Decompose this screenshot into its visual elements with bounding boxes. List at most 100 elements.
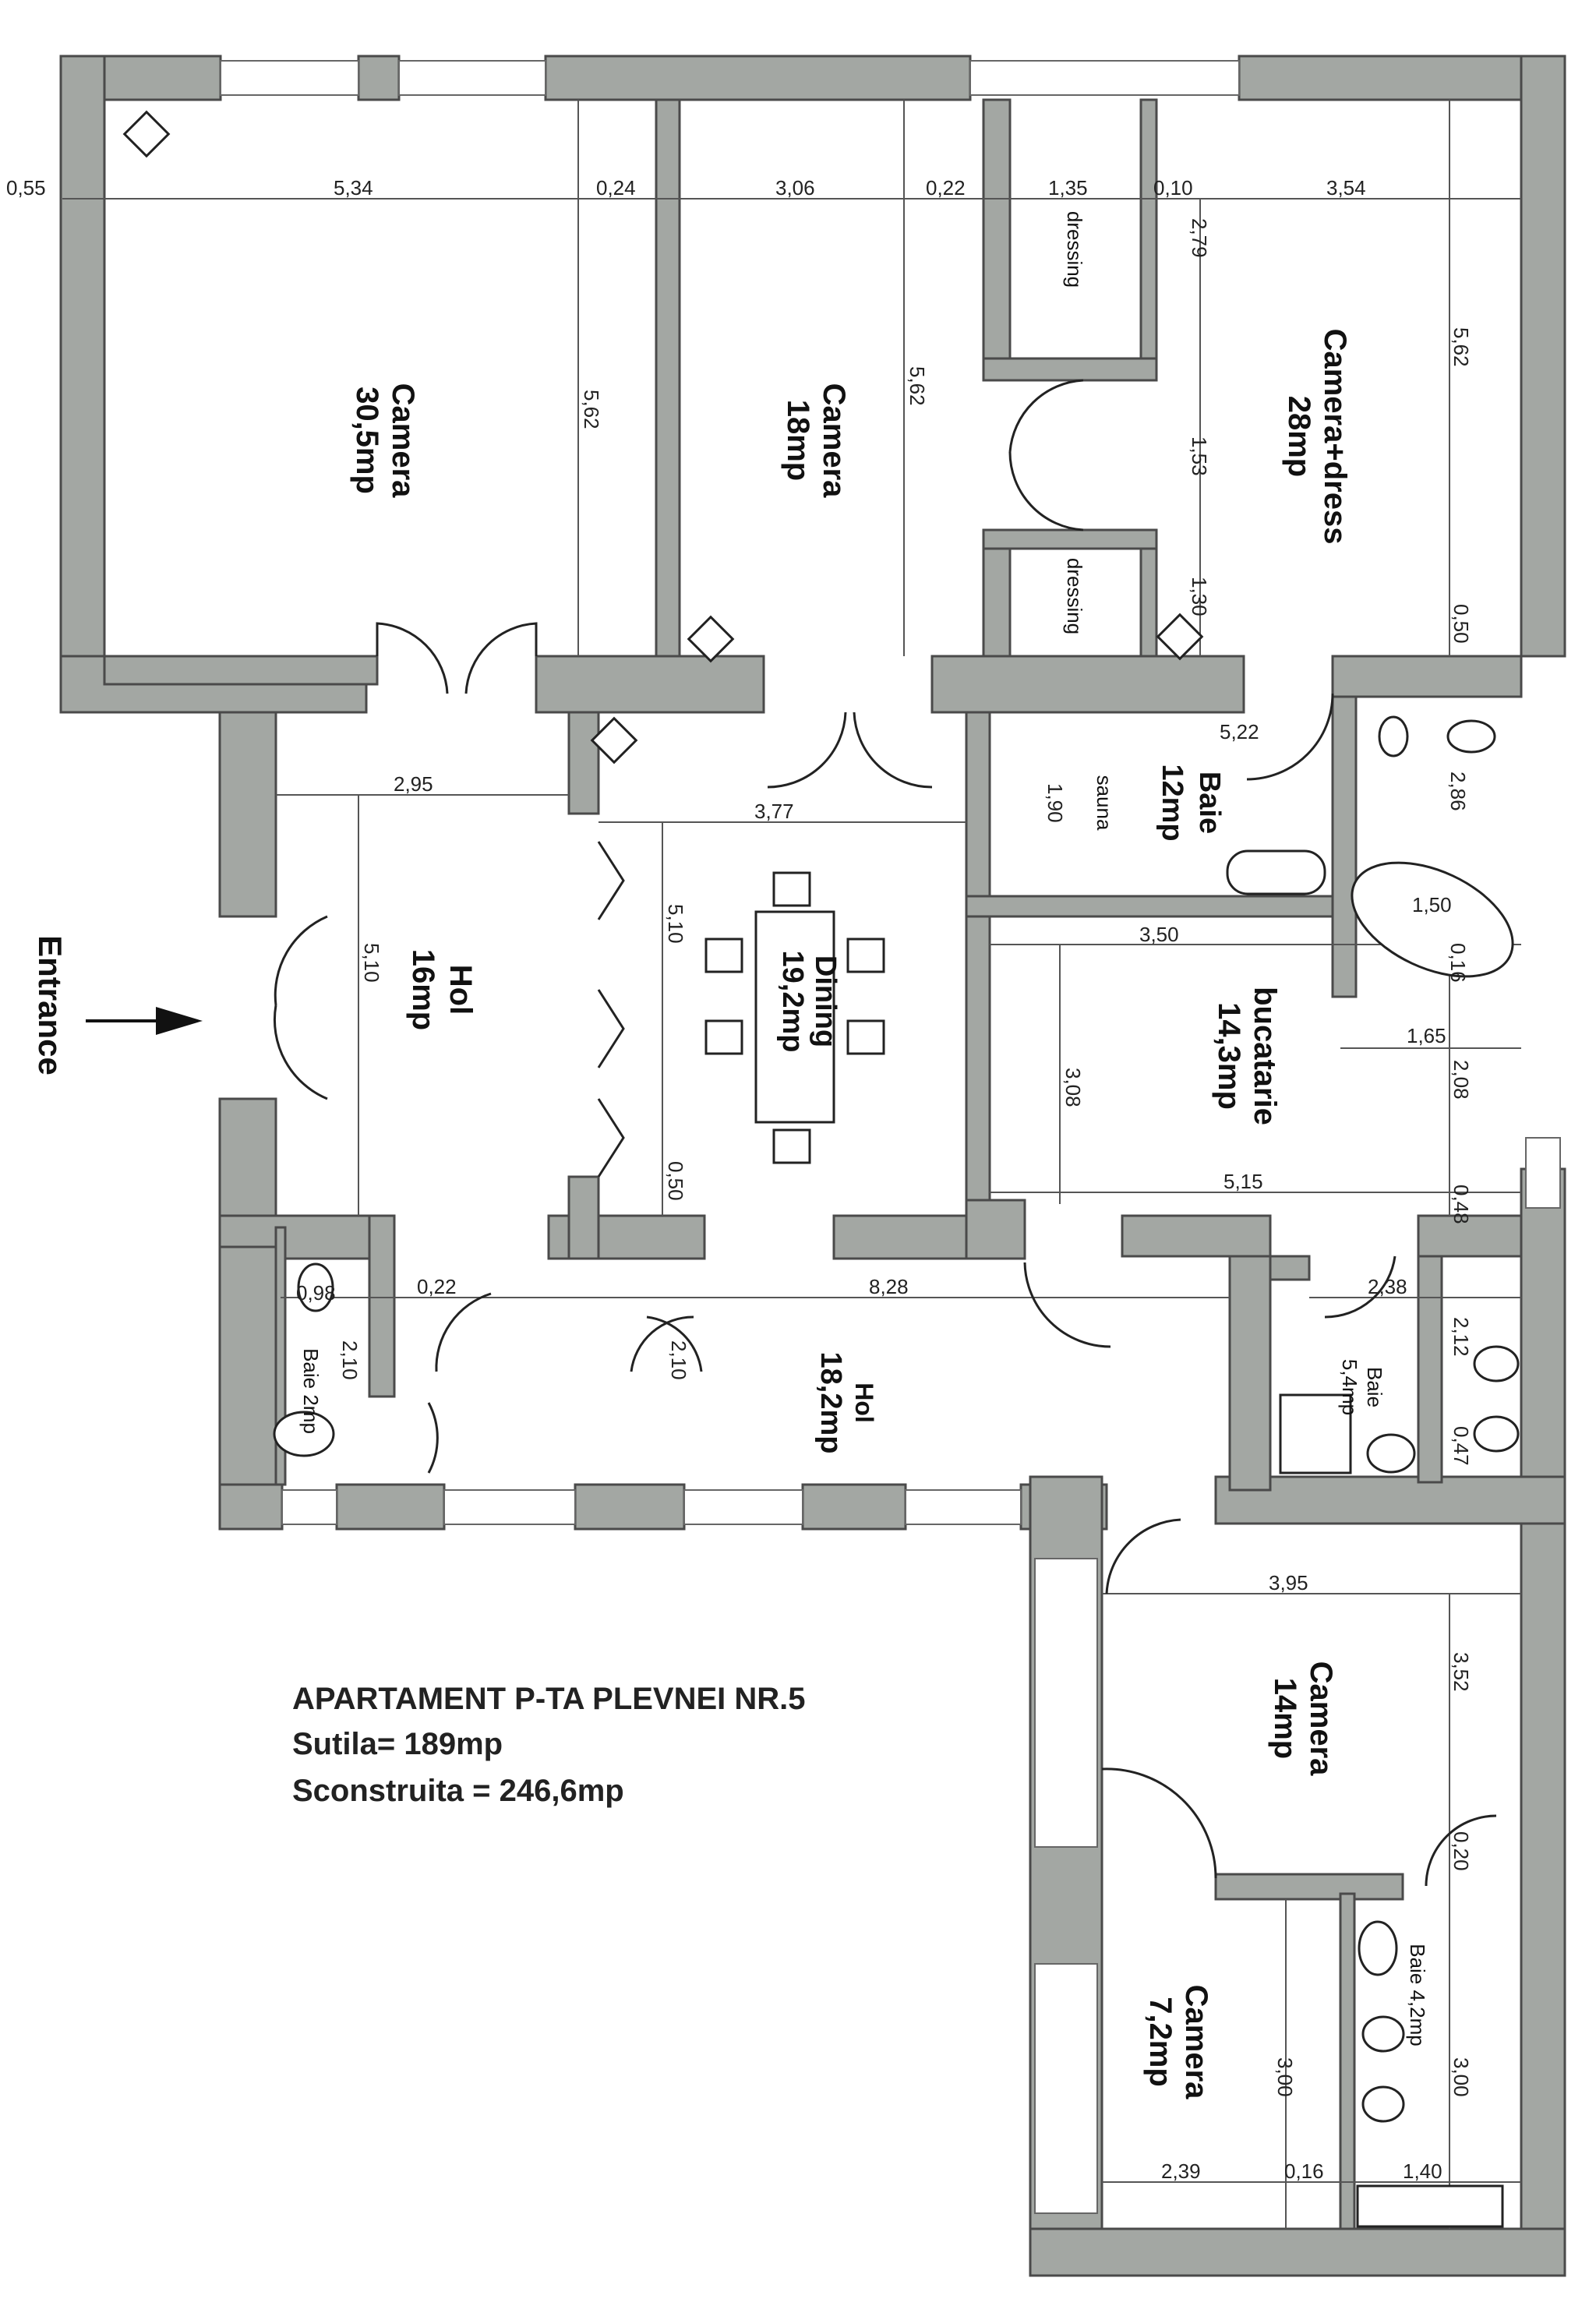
chair	[846, 938, 885, 973]
dimension-label: 2,12	[1449, 1317, 1473, 1357]
dimension-label: 5,34	[334, 176, 373, 200]
sink	[1358, 1920, 1398, 1976]
dimension-label: 0,16	[1284, 2159, 1324, 2183]
room-name: Hol	[850, 1382, 878, 1423]
chair	[704, 1019, 743, 1055]
room-name: Camera	[386, 383, 420, 499]
sink	[1378, 715, 1409, 757]
dimension-label: 1,53	[1188, 436, 1211, 476]
dimension-label: 2,79	[1188, 218, 1211, 258]
room-name: Hol	[443, 965, 478, 1015]
dimension-label: 3,00	[1273, 2057, 1297, 2097]
dimension-label: 1,65	[1407, 1024, 1446, 1047]
info-sconstruita: Sconstruita = 246,6mp	[292, 1774, 624, 1808]
room-area: 18,2mp	[814, 1352, 847, 1454]
dimension-label: 3,54	[1326, 176, 1366, 200]
dimension-label: 1,40	[1403, 2159, 1442, 2183]
stove-symbol	[590, 716, 638, 765]
room-labels: Camera 30,5mp Camera 18mp Camera+dress 2…	[299, 211, 1429, 2099]
outer-walls	[59, 55, 1566, 2277]
room-area: 18mp	[781, 400, 815, 482]
bathtub	[1356, 2184, 1504, 2228]
room-area: 14mp	[1268, 1678, 1302, 1760]
dimension-label: 5,62	[580, 390, 603, 429]
stove-symbol	[687, 615, 735, 663]
dimension-label: 1,90	[1043, 783, 1067, 823]
dimension-label: 3,52	[1449, 1652, 1473, 1692]
sink	[1366, 1433, 1416, 1474]
room-area: 28mp	[1282, 396, 1316, 478]
dimension-label: 0,48	[1449, 1185, 1473, 1224]
room-name: dressing	[1063, 211, 1086, 288]
dimension-label: 8,28	[869, 1275, 909, 1298]
dimension-label: 1,30	[1188, 577, 1211, 616]
dimension-label: 0,50	[1449, 604, 1473, 644]
dimension-label: 3,95	[1269, 1571, 1308, 1594]
dimension-labels: 0,55 5,34 0,24 3,06 0,22 1,35 0,10 3,54 …	[6, 176, 1473, 2183]
toilet	[1446, 719, 1496, 754]
room-name: Baie	[1363, 1367, 1386, 1407]
chair	[846, 1019, 885, 1055]
room-area: 30,5mp	[350, 387, 384, 494]
dimension-label: 5,10	[664, 904, 687, 944]
bathtub	[1226, 849, 1326, 895]
room-area: 5,4mp	[1338, 1359, 1361, 1415]
toilet	[1361, 2015, 1405, 2053]
chair	[772, 871, 811, 907]
dimension-label: 0,20	[1449, 1831, 1473, 1871]
entrance-marker: Entrance	[32, 935, 203, 1075]
toilet	[1361, 2085, 1405, 2123]
dimension-label: 0,50	[664, 1161, 687, 1201]
chair	[772, 1128, 811, 1164]
room-name: Baie 2mp	[299, 1348, 323, 1434]
room-area: 16mp	[406, 949, 440, 1031]
toilet	[1473, 1345, 1520, 1382]
dimension-label: 1,35	[1048, 176, 1088, 200]
dimension-label: 3,50	[1139, 923, 1179, 946]
dimension-label: 2,10	[338, 1340, 362, 1380]
dimension-label: 2,08	[1449, 1060, 1473, 1100]
dimension-label: 0,16	[1446, 943, 1470, 983]
dimension-label: 5,62	[906, 366, 929, 406]
stove-symbol	[122, 110, 171, 158]
dimension-label: 0,22	[926, 176, 966, 200]
room-area: 7,2mp	[1143, 1997, 1178, 2087]
dimension-label: 0,55	[6, 176, 46, 200]
dimension-label: 0,47	[1449, 1426, 1473, 1466]
dimension-label: 0,24	[596, 176, 636, 200]
dimension-label: 2,95	[394, 772, 433, 796]
dimension-label: 3,06	[775, 176, 815, 200]
dimension-lines	[62, 100, 1521, 2229]
room-name: dressing	[1063, 558, 1086, 634]
corner-bathtub	[1351, 861, 1514, 978]
dimension-label: 5,15	[1223, 1170, 1263, 1193]
entrance-arrow-icon	[156, 1007, 203, 1035]
room-name: Camera+dress	[1318, 329, 1352, 545]
interior-walls	[103, 98, 1523, 2230]
info-sutila: Sutila= 189mp	[292, 1727, 503, 1761]
doors	[273, 379, 1497, 1887]
info-title: APARTAMENT P-TA PLEVNEI NR.5	[292, 1682, 806, 1716]
room-area: 14,3mp	[1212, 1002, 1246, 1110]
dimension-label: 5,10	[360, 943, 383, 983]
stove-symbol	[1156, 613, 1204, 661]
dimension-label: 0,22	[417, 1275, 457, 1298]
room-name: Baie	[1193, 772, 1226, 834]
chair	[704, 938, 743, 973]
dimension-label: 2,38	[1368, 1275, 1407, 1298]
shower	[1279, 1393, 1352, 1474]
entrance-label: Entrance	[32, 935, 69, 1075]
room-name: Camera	[817, 383, 851, 499]
room-name: Baie 4,2mp	[1406, 1944, 1429, 2046]
toilet	[297, 1262, 334, 1312]
dimension-label: 0,98	[296, 1281, 336, 1305]
toilet	[1473, 1415, 1520, 1453]
room-name: bucatarie	[1248, 987, 1282, 1125]
dining-table	[754, 910, 835, 1124]
room-name: sauna	[1093, 775, 1116, 831]
room-name: Camera	[1304, 1661, 1338, 1777]
sink	[273, 1411, 335, 1457]
dimension-label: 2,39	[1161, 2159, 1201, 2183]
room-area: 12mp	[1156, 764, 1188, 841]
